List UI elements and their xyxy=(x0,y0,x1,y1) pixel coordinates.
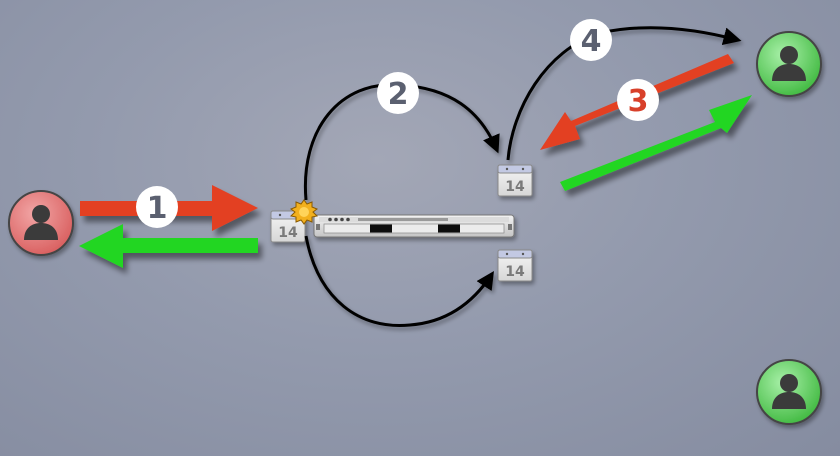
flow-curve-to-lower-calendar xyxy=(304,235,494,328)
step-marker-3: 3 xyxy=(617,79,659,121)
calendar-icon-lower: 14 xyxy=(497,249,533,282)
step-number: 2 xyxy=(388,77,409,112)
response-arrow-to-recipient xyxy=(560,95,752,191)
calendar-day-number: 14 xyxy=(278,225,298,241)
step-marker-2: 2 xyxy=(377,72,419,114)
user-avatar-recipient-top xyxy=(756,31,822,97)
server-icon xyxy=(313,214,515,238)
step-number: 4 xyxy=(581,24,602,59)
person-icon xyxy=(772,374,806,409)
step-number: 3 xyxy=(628,84,649,119)
user-avatar-sender xyxy=(8,190,74,256)
person-icon xyxy=(24,205,58,240)
person-icon xyxy=(772,46,806,81)
server-status-badge xyxy=(289,199,319,225)
calendar-day-number: 14 xyxy=(505,179,525,195)
request-arrow-to-calendar xyxy=(540,54,734,150)
user-avatar-recipient-bottom xyxy=(756,359,822,425)
step-number: 1 xyxy=(147,191,168,226)
response-arrow-to-sender xyxy=(79,224,258,268)
calendar-icon-upper: 14 xyxy=(497,164,533,197)
step-marker-4: 4 xyxy=(570,19,612,61)
step-marker-1: 1 xyxy=(136,186,178,228)
calendar-day-number: 14 xyxy=(505,264,525,280)
